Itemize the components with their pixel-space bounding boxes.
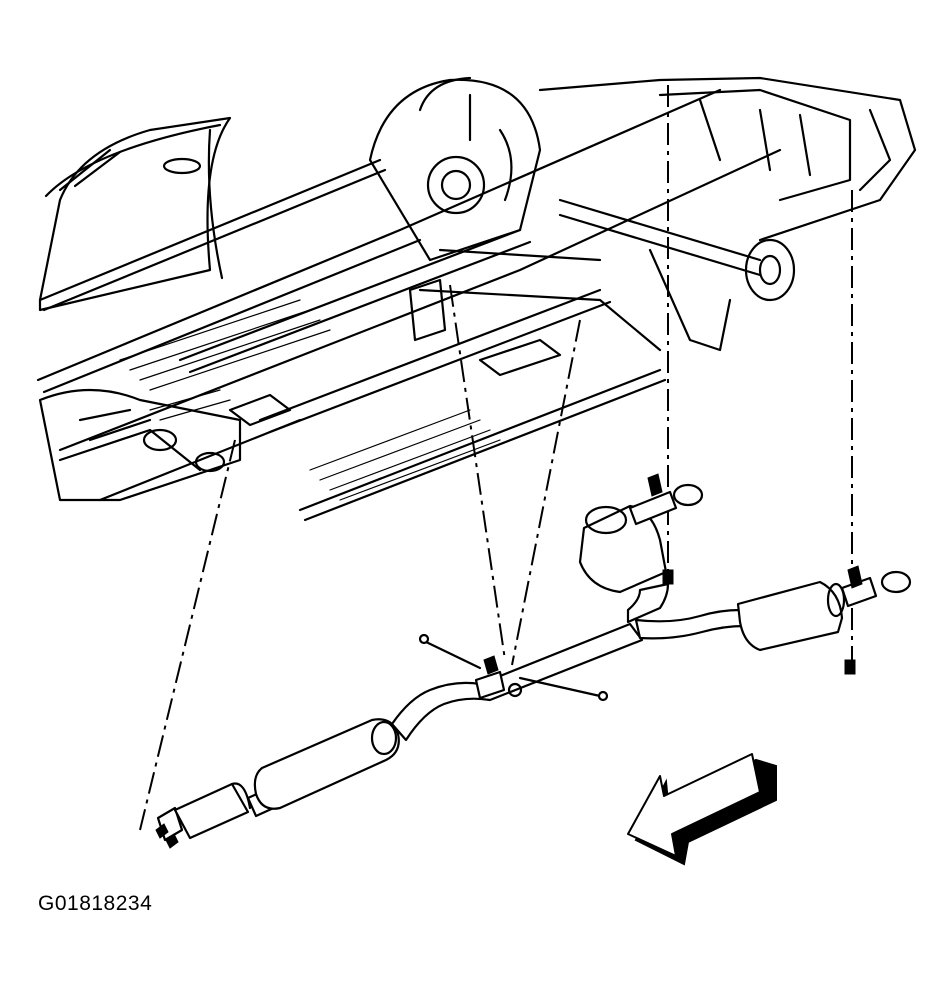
front-direction-arrow-icon — [627, 753, 777, 866]
resonator — [253, 718, 400, 810]
vehicle-underbody — [36, 76, 917, 522]
left-muffler — [578, 473, 704, 594]
exhaust-system — [155, 473, 912, 849]
front-flange — [155, 806, 184, 849]
hanger-bolts — [662, 569, 856, 675]
intermediate-pipe — [390, 622, 644, 742]
center-hanger — [418, 633, 609, 702]
figure-id-label: G01818234 — [38, 892, 153, 915]
y-pipe — [626, 582, 746, 640]
right-muffler — [736, 565, 912, 652]
callout-leaders — [139, 85, 853, 831]
